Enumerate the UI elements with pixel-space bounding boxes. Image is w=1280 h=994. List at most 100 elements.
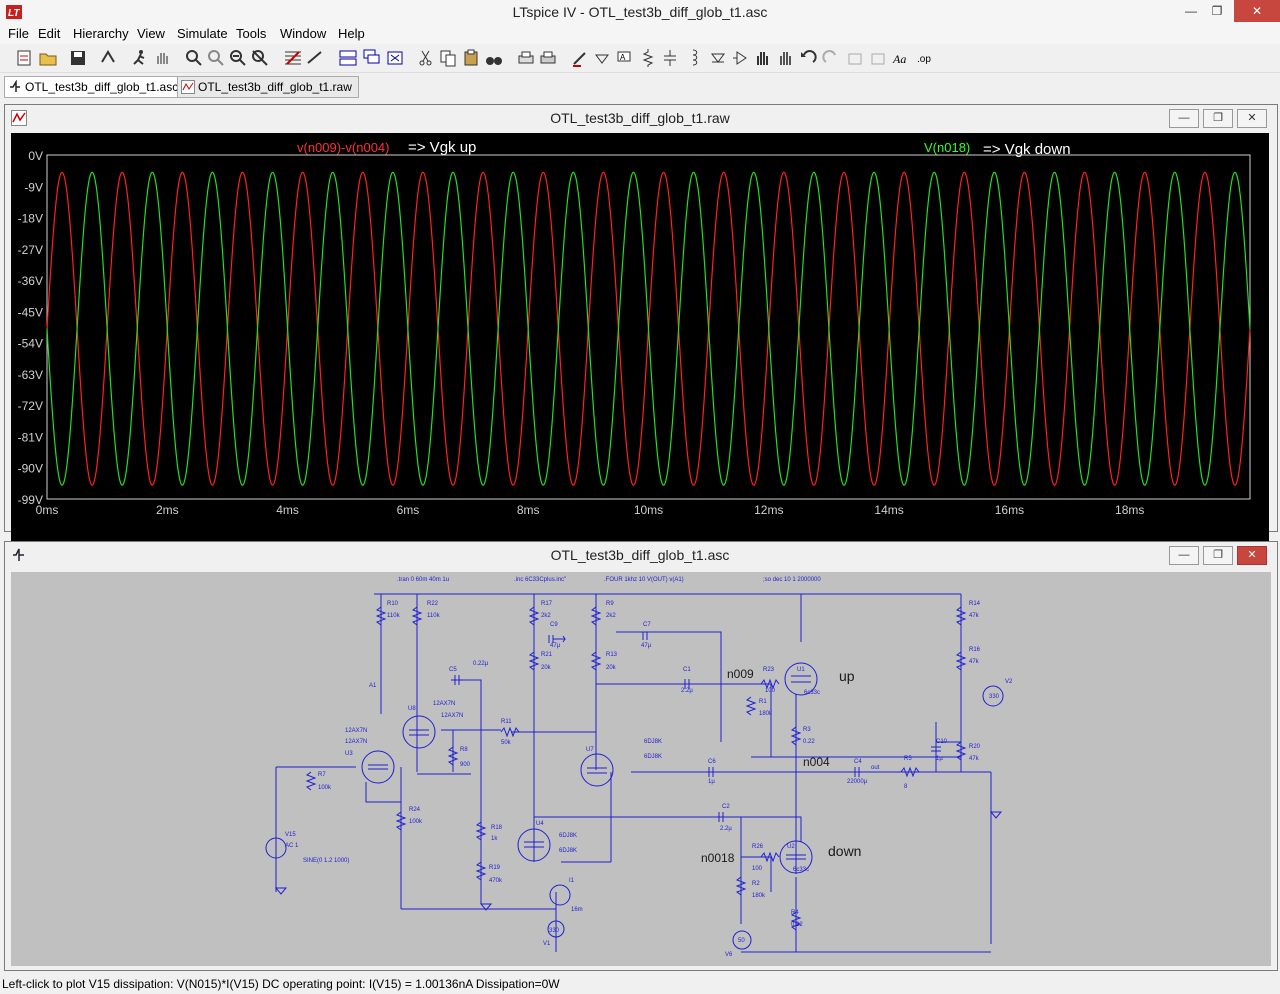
schematic-canvas[interactable]: .tran 0 60m 40m 1u .inc 6C33Cplus.inc" .…: [11, 572, 1271, 966]
cut-icon[interactable]: [416, 48, 436, 68]
svg-text:1µ: 1µ: [936, 756, 943, 762]
menu-simulate[interactable]: Simulate: [177, 26, 228, 41]
svg-text:47k: 47k: [969, 659, 980, 665]
waveform-window: OTL_test3b_diff_glob_t1.raw — ❐ ✕ v(n009…: [4, 104, 1278, 555]
new-schematic-icon[interactable]: [14, 48, 34, 68]
schematic-tab-icon: [10, 80, 20, 92]
rotate-icon[interactable]: [845, 48, 865, 68]
menu-view[interactable]: View: [137, 26, 165, 41]
draw-wire-icon[interactable]: [570, 48, 590, 68]
waveform-close-button[interactable]: ✕: [1237, 109, 1267, 128]
find-binoculars-icon[interactable]: [484, 48, 504, 68]
trace-line-2[interactable]: [46, 171, 1251, 486]
waveform-minimize-button[interactable]: —: [1169, 109, 1199, 128]
tab-waveform[interactable]: OTL_test3b_diff_glob_t1.raw: [177, 76, 359, 98]
undo-icon[interactable]: [798, 48, 818, 68]
svg-text:R8: R8: [460, 747, 468, 753]
close-all-icon[interactable]: [385, 48, 405, 68]
print-icon[interactable]: [538, 48, 558, 68]
paste-icon[interactable]: [461, 48, 481, 68]
minimize-button[interactable]: —: [1185, 4, 1197, 18]
control-panel-icon[interactable]: [98, 48, 118, 68]
pan-icon[interactable]: [206, 48, 226, 68]
schematic-restore-button[interactable]: ❐: [1203, 546, 1233, 565]
inductor-icon[interactable]: [683, 48, 703, 68]
svg-text:6DJ8K: 6DJ8K: [644, 739, 662, 745]
svg-text:47k: 47k: [969, 613, 980, 619]
cascade-icon[interactable]: [362, 48, 382, 68]
y-tick-label: -18V: [18, 212, 43, 226]
redo-icon[interactable]: [821, 48, 841, 68]
diode-icon[interactable]: [708, 48, 728, 68]
svg-text:R9: R9: [606, 601, 614, 607]
close-button[interactable]: ✕: [1234, 0, 1280, 22]
status-bar: Left-click to plot V15 dissipation: V(N0…: [0, 974, 1280, 994]
ground-icon[interactable]: [592, 48, 612, 68]
svg-text:6DJ8K: 6DJ8K: [559, 848, 577, 854]
menu-tools[interactable]: Tools: [236, 26, 267, 41]
big-labels: n009 up n004 n0018 down: [701, 667, 861, 865]
svg-text:100: 100: [752, 866, 763, 872]
menu-hierarchy[interactable]: Hierarchy: [73, 26, 129, 41]
save-icon[interactable]: [68, 48, 88, 68]
svg-text:R18: R18: [491, 825, 503, 831]
trace2-label[interactable]: V(n018): [924, 140, 970, 155]
copy-icon[interactable]: [438, 48, 458, 68]
y-tick-label: -63V: [18, 368, 43, 382]
schematic-minimize-button[interactable]: —: [1169, 546, 1199, 565]
trace2-note: => Vgk down: [983, 141, 1071, 158]
x-tick-label: 8ms: [517, 503, 540, 517]
menu-window[interactable]: Window: [280, 26, 327, 41]
svg-text:180k: 180k: [759, 711, 773, 717]
components: [265, 606, 1004, 950]
mirror-icon[interactable]: [868, 48, 888, 68]
svg-text:1µ: 1µ: [708, 779, 715, 785]
waveform-plot-pane[interactable]: v(n009)-v(n004) => Vgk up V(n018) => Vgk…: [11, 133, 1269, 555]
waveform-chart[interactable]: v(n009)-v(n004) => Vgk up V(n018) => Vgk…: [11, 133, 1269, 555]
run-icon[interactable]: [130, 48, 150, 68]
restore-button[interactable]: ❐: [1211, 4, 1223, 18]
component-icon[interactable]: [730, 48, 750, 68]
svg-text:U3: U3: [345, 751, 353, 757]
text-icon[interactable]: Aa: [891, 48, 911, 68]
y-axis: 0V-9V-18V-27V-36V-45V-54V-63V-72V-81V-90…: [18, 149, 43, 507]
svg-text:C10: C10: [936, 739, 948, 745]
menu-edit[interactable]: Edit: [38, 26, 61, 41]
drag-hand-icon[interactable]: [775, 48, 795, 68]
svg-text:C7: C7: [643, 622, 651, 628]
tab-schematic[interactable]: OTL_test3b_diff_glob_t1.asc: [4, 76, 186, 98]
schematic-window-caption: OTL_test3b_diff_glob_t1.asc — ❐ ✕: [5, 542, 1275, 568]
spice-directive-icon[interactable]: .op: [914, 48, 934, 68]
schematic-drawing[interactable]: .tran 0 60m 40m 1u .inc 6C33Cplus.inc" .…: [11, 572, 1271, 966]
svg-text:R3: R3: [803, 727, 811, 733]
y-tick-label: -99V: [18, 493, 43, 507]
svg-text:2k2: 2k2: [606, 613, 616, 619]
net-label-n009: n009: [727, 667, 754, 681]
label-net-icon[interactable]: A: [614, 48, 634, 68]
svg-text:C1: C1: [683, 667, 691, 673]
svg-text:12AX7N: 12AX7N: [345, 728, 367, 734]
svg-text:12AX7N: 12AX7N: [441, 713, 463, 719]
draft-icon[interactable]: [305, 48, 325, 68]
resistor-icon[interactable]: [638, 48, 658, 68]
tile-horizontal-icon[interactable]: [338, 48, 358, 68]
print-setup-icon[interactable]: [516, 48, 536, 68]
x-tick-label: 14ms: [874, 503, 903, 517]
autorange-icon[interactable]: [283, 48, 303, 68]
capacitor-icon[interactable]: [660, 48, 680, 68]
waveform-restore-button[interactable]: ❐: [1203, 109, 1233, 128]
svg-text:110k: 110k: [427, 613, 441, 619]
schematic-close-button[interactable]: ✕: [1237, 546, 1267, 565]
svg-text:R19: R19: [489, 865, 501, 871]
zoom-in-icon[interactable]: [184, 48, 204, 68]
open-folder-icon[interactable]: [38, 48, 58, 68]
zoom-fit-icon[interactable]: [250, 48, 270, 68]
trace1-label[interactable]: v(n009)-v(n004): [297, 140, 390, 155]
menu-file[interactable]: File: [8, 26, 29, 41]
menu-help[interactable]: Help: [338, 26, 365, 41]
x-tick-label: 12ms: [754, 503, 783, 517]
zoom-out-icon[interactable]: [228, 48, 248, 68]
move-hand-icon[interactable]: [752, 48, 772, 68]
component-labels: .tran 0 60m 40m 1u .inc 6C33Cplus.inc" .…: [285, 577, 1013, 958]
halt-hand-icon[interactable]: [152, 48, 172, 68]
